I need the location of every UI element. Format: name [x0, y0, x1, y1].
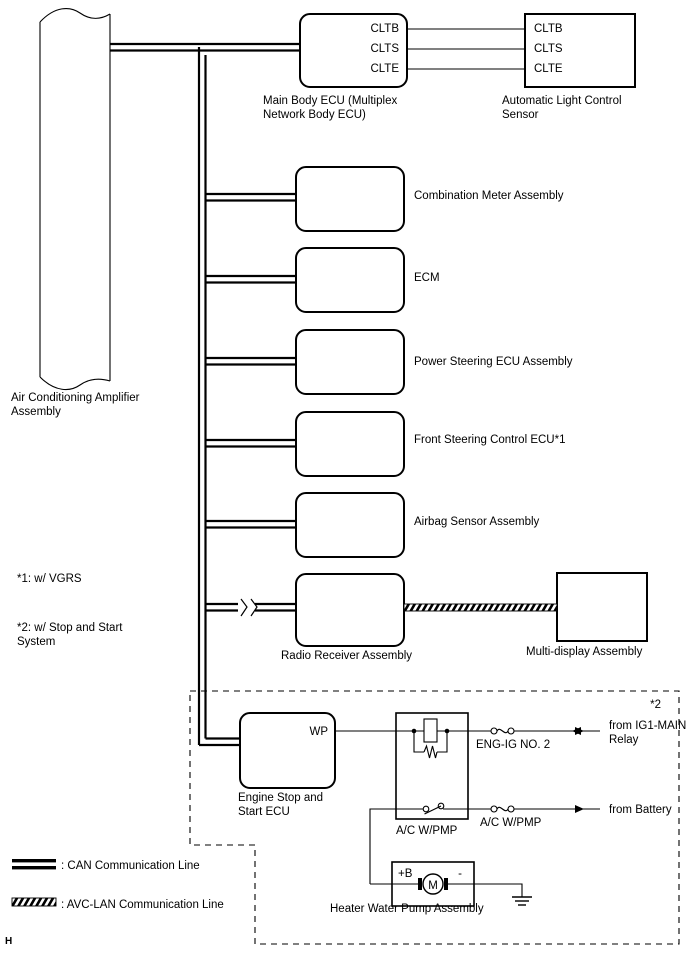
label-combination-meter: Combination Meter Assembly — [414, 190, 564, 202]
stop-start-system-region — [189, 690, 680, 945]
legend-can-label: : CAN Communication Line — [61, 860, 200, 872]
label-airbag-sensor: Airbag Sensor Assembly — [414, 516, 540, 528]
front-steering-control-ecu-box — [295, 411, 405, 477]
power-steering-ecu-box — [295, 329, 405, 395]
label-from-battery: from Battery — [609, 804, 672, 816]
label-ecm: ECM — [414, 272, 440, 284]
pin-cltb-ecu: CLTB — [370, 23, 399, 35]
label-engine-stop-ecu-2: Start ECU — [238, 806, 290, 818]
legend-can-swatch — [12, 859, 56, 870]
label-engine-stop-ecu-1: Engine Stop and — [238, 792, 323, 804]
motor-symbol — [392, 873, 474, 895]
automatic-light-control-sensor-box — [524, 13, 636, 88]
ground-symbol — [474, 883, 532, 906]
clt-signal-wires — [407, 28, 525, 70]
label-radio-receiver: Radio Receiver Assembly — [281, 650, 412, 662]
engine-stop-start-ecu-box — [239, 712, 336, 789]
label-main-body-ecu-1: Main Body ECU (Multiplex — [263, 95, 397, 107]
ecm-box — [295, 247, 405, 313]
label-light-sensor-1: Automatic Light Control — [502, 95, 622, 107]
pin-clte-ecu: CLTE — [370, 63, 399, 75]
note-star2-line1: *2: w/ Stop and Start — [17, 622, 123, 634]
pin-minus: - — [458, 868, 462, 880]
label-multi-display: Multi-display Assembly — [526, 646, 643, 658]
can-bus-trunk — [110, 42, 300, 747]
combination-meter-box — [295, 166, 405, 232]
legend-avclan-label: : AVC-LAN Communication Line — [61, 899, 224, 911]
ac-wpmp-fuse — [468, 805, 600, 813]
relay-switch-contact — [396, 802, 468, 815]
label-from-ig1-main-relay-2: Relay — [609, 734, 639, 746]
label-main-body-ecu-2: Network Body ECU) — [263, 109, 366, 121]
pin-clts-sensor: CLTS — [534, 43, 563, 55]
pin-wp: WP — [309, 726, 328, 738]
air-conditioning-amplifier-box — [39, 8, 111, 391]
label-motor: M — [428, 880, 438, 892]
label-power-steering-ecu: Power Steering ECU Assembly — [414, 356, 573, 368]
label-light-sensor-2: Sensor — [502, 109, 539, 121]
label-eng-ig-no2: ENG-IG NO. 2 — [476, 739, 550, 751]
pin-clte-sensor: CLTE — [534, 63, 563, 75]
corner-mark: H — [5, 936, 12, 947]
can-branch-stubs — [205, 192, 296, 617]
avc-lan-line — [403, 603, 558, 612]
relay-coil-circuit — [396, 718, 468, 759]
label-heater-water-pump: Heater Water Pump Assembly — [330, 903, 484, 915]
label-air-conditioning-amplifier-2: Assembly — [11, 406, 61, 418]
label-front-steering-control-ecu: Front Steering Control ECU*1 — [414, 434, 565, 446]
pin-plus-b: +B — [398, 868, 413, 880]
eng-ig-no2-fuse — [468, 727, 600, 735]
note-star2-line2: System — [17, 636, 55, 648]
pin-cltb-sensor: CLTB — [534, 23, 563, 35]
label-ac-wpmp-fuse: A/C W/PMP — [480, 817, 542, 829]
heater-water-pump-wiring — [369, 808, 396, 885]
radio-receiver-box — [295, 573, 405, 647]
legend-avclan-swatch — [11, 897, 57, 907]
main-body-ecu-box — [299, 13, 408, 88]
label-from-ig1-main-relay-1: from IG1-MAIN — [609, 720, 686, 732]
star2-region-marker: *2 — [650, 699, 661, 711]
note-star1: *1: w/ VGRS — [17, 573, 82, 585]
label-relay-box: A/C W/PMP — [396, 825, 458, 837]
label-air-conditioning-amplifier-1: Air Conditioning Amplifier — [11, 392, 140, 404]
airbag-sensor-box — [295, 492, 405, 558]
multi-display-box — [556, 572, 648, 642]
pin-clts-ecu: CLTS — [370, 43, 399, 55]
